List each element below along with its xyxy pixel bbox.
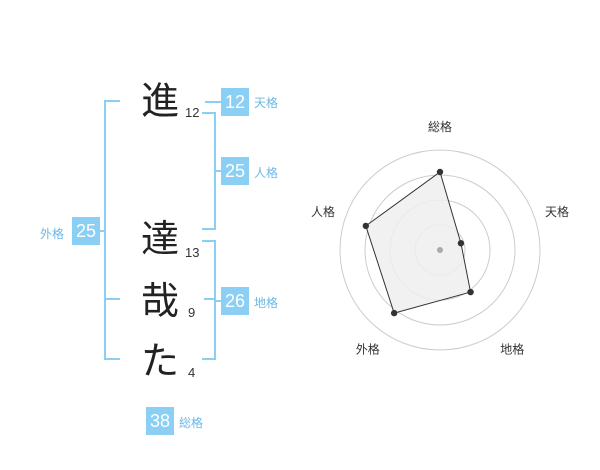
name-char-4: た <box>140 339 179 383</box>
gaikaku-bracket <box>104 100 120 360</box>
gaikaku-badge: 25 <box>72 217 100 245</box>
radar-ring-4 <box>339 149 541 351</box>
chikaku-mid-tick <box>204 298 214 300</box>
radar-point-1 <box>436 168 444 176</box>
stroke-count-2: 13 <box>185 245 200 260</box>
chikaku-connector <box>214 300 222 302</box>
name-char-3: 哉 <box>140 279 179 323</box>
radar-point-5 <box>362 222 370 230</box>
tenkaku-label: 天格 <box>254 96 279 110</box>
radar-area <box>365 171 472 314</box>
gaikaku-bracket-mid-tick <box>104 298 120 300</box>
radar-axis-label-5: 人格 <box>311 204 335 219</box>
jinkaku-label: 人格 <box>254 166 279 180</box>
radar-axis-label-1: 総格 <box>428 119 452 134</box>
radar-point-3 <box>467 288 474 296</box>
radar-axis-label-4: 外格 <box>356 342 380 357</box>
stroke-count-3: 9 <box>188 305 196 320</box>
tenkaku-connector <box>205 101 221 103</box>
radar-point-2 <box>457 240 465 247</box>
radar-axis-label-2: 天格 <box>545 204 569 219</box>
gaikaku-label: 外格 <box>40 227 65 241</box>
radar-point-4 <box>390 309 398 317</box>
jinkaku-connector <box>214 170 222 172</box>
chikaku-badge: 26 <box>221 287 249 315</box>
chikaku-label: 地格 <box>254 296 279 310</box>
tenkaku-badge: 12 <box>221 88 249 116</box>
jinkaku-badge: 25 <box>221 157 249 185</box>
radar-axis-label-3: 地格 <box>500 342 524 357</box>
soukaku-label: 総格 <box>179 416 204 430</box>
name-char-1: 進 <box>140 79 179 123</box>
name-char-2: 達 <box>140 217 179 261</box>
gaikaku-connector <box>100 230 106 232</box>
stroke-count-4: 4 <box>188 365 196 380</box>
radar-center-dot <box>437 247 443 253</box>
soukaku-badge: 38 <box>146 407 174 435</box>
stroke-count-1: 12 <box>185 105 200 120</box>
